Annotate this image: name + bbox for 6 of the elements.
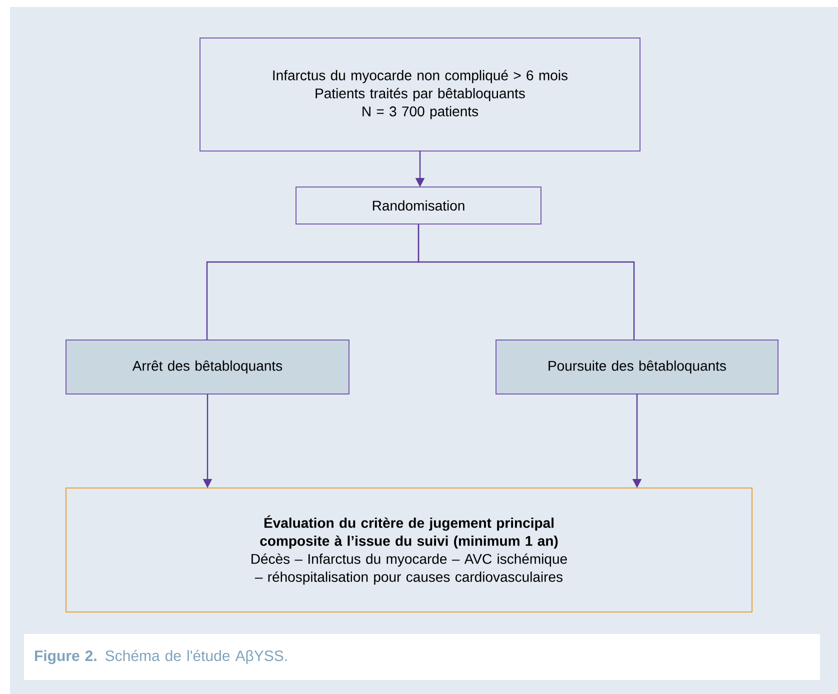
process-box: Infarctus du myocarde non compliqué > 6 mois Patients traités par bêtabloquants N = 3 700 patients (200, 38, 640, 152)
process-box: Randomisation (296, 186, 542, 224)
process-box: Arrêt des bêtabloquants (66, 340, 350, 394)
process-box: Poursuite des bêtabloquants (496, 340, 778, 394)
outcome-box: Évaluation du critère de jugement principal composite à l’issue du suivi (minimum 1 an) Décès – Infarctus du myocarde – AVC ischémique – réhospitalisation pour causes cardiovasculaires (66, 488, 752, 612)
caption: Figure 2. Schéma de l'étude AβYSS. (24, 634, 820, 680)
